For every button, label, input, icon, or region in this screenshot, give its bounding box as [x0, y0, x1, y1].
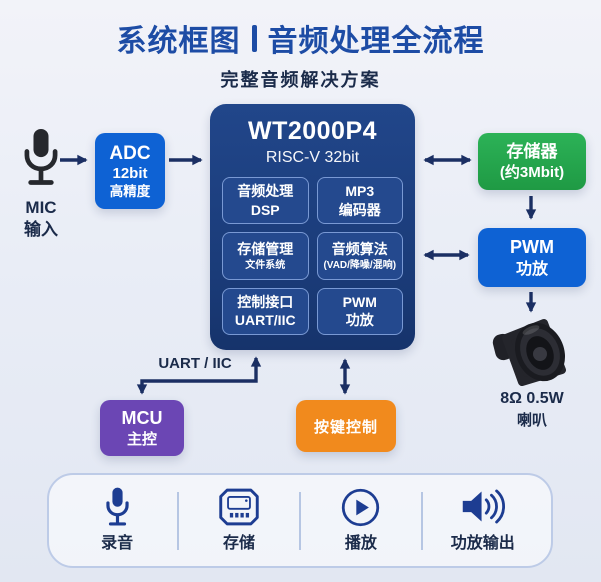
speaker-photo-icon [492, 319, 566, 386]
soc-module-storage: 存储管理 文件系统 [222, 232, 309, 280]
pwm-amp-block: PWM 功放 [478, 228, 586, 287]
memory-title: 存储器 [506, 141, 558, 161]
memory-size: (约3Mbit) [499, 163, 565, 181]
title-left: 系统框图 [116, 25, 241, 58]
feature-storage: 存储 [179, 485, 299, 556]
adc-title: ADC [109, 143, 151, 165]
adc-precision: 高精度 [109, 183, 151, 199]
feature-label: 录音 [101, 535, 134, 552]
feature-label: 存储 [223, 535, 256, 552]
soc-module-dsp: 音频处理 DSP [222, 177, 309, 225]
speaker-label: 8Ω 0.5W 喇叭 [500, 390, 564, 430]
soc-core: RISC-V 32bit [265, 149, 360, 166]
soc-module-mp3: MP3 编码器 [316, 177, 403, 225]
title-divider-bar [251, 24, 257, 52]
soc-module-pwm: PWM 功放 [316, 287, 403, 335]
key-control-block: 按键控制 [296, 400, 396, 452]
microphone-icon [106, 487, 129, 526]
adc-block: ADC 12bit 高精度 [95, 133, 165, 209]
feature-label: 播放 [344, 535, 377, 552]
soc-module-grid: 音频处理 DSP MP3 编码器 存储管理 文件系统 音频算法 (VAD/降噪/… [222, 177, 403, 335]
mic-input-label: MIC 输入 [24, 198, 58, 240]
title-right: 音频处理全流程 [267, 25, 485, 58]
soc-block: WT2000P4 RISC-V 32bit 音频处理 DSP MP3 编码器 存… [210, 104, 415, 350]
features-card: 录音 存储 播放 [47, 473, 553, 568]
soc-name: WT2000P4 [247, 117, 378, 145]
microphone-icon [24, 128, 58, 185]
feature-label: 功放输出 [450, 535, 515, 552]
soc-module-control: 控制接口 UART/IIC [222, 287, 309, 335]
feature-divider [299, 491, 301, 550]
sd-card-icon [219, 488, 259, 526]
page-subtitle: 完整音频解决方案 [220, 70, 381, 90]
uart-iic-label: UART / IIC [158, 355, 232, 372]
feature-record: 录音 [57, 485, 177, 556]
feature-divider [421, 491, 423, 550]
page-title: 系统框图 音频处理全流程 [0, 16, 601, 60]
feature-play: 播放 [301, 485, 421, 556]
feature-divider [177, 491, 179, 550]
soc-module-algorithm: 音频算法 (VAD/降噪/混响) [316, 232, 403, 280]
play-circle-icon [342, 488, 380, 527]
adc-bits: 12bit [112, 165, 148, 183]
feature-amp-output: 功放输出 [423, 485, 543, 556]
mcu-block: MCU 主控 [100, 400, 184, 456]
mic-input-group: MIC 输入 [10, 128, 72, 241]
speaker-wave-icon [463, 489, 506, 524]
memory-block: 存储器 (约3Mbit) [478, 133, 586, 190]
